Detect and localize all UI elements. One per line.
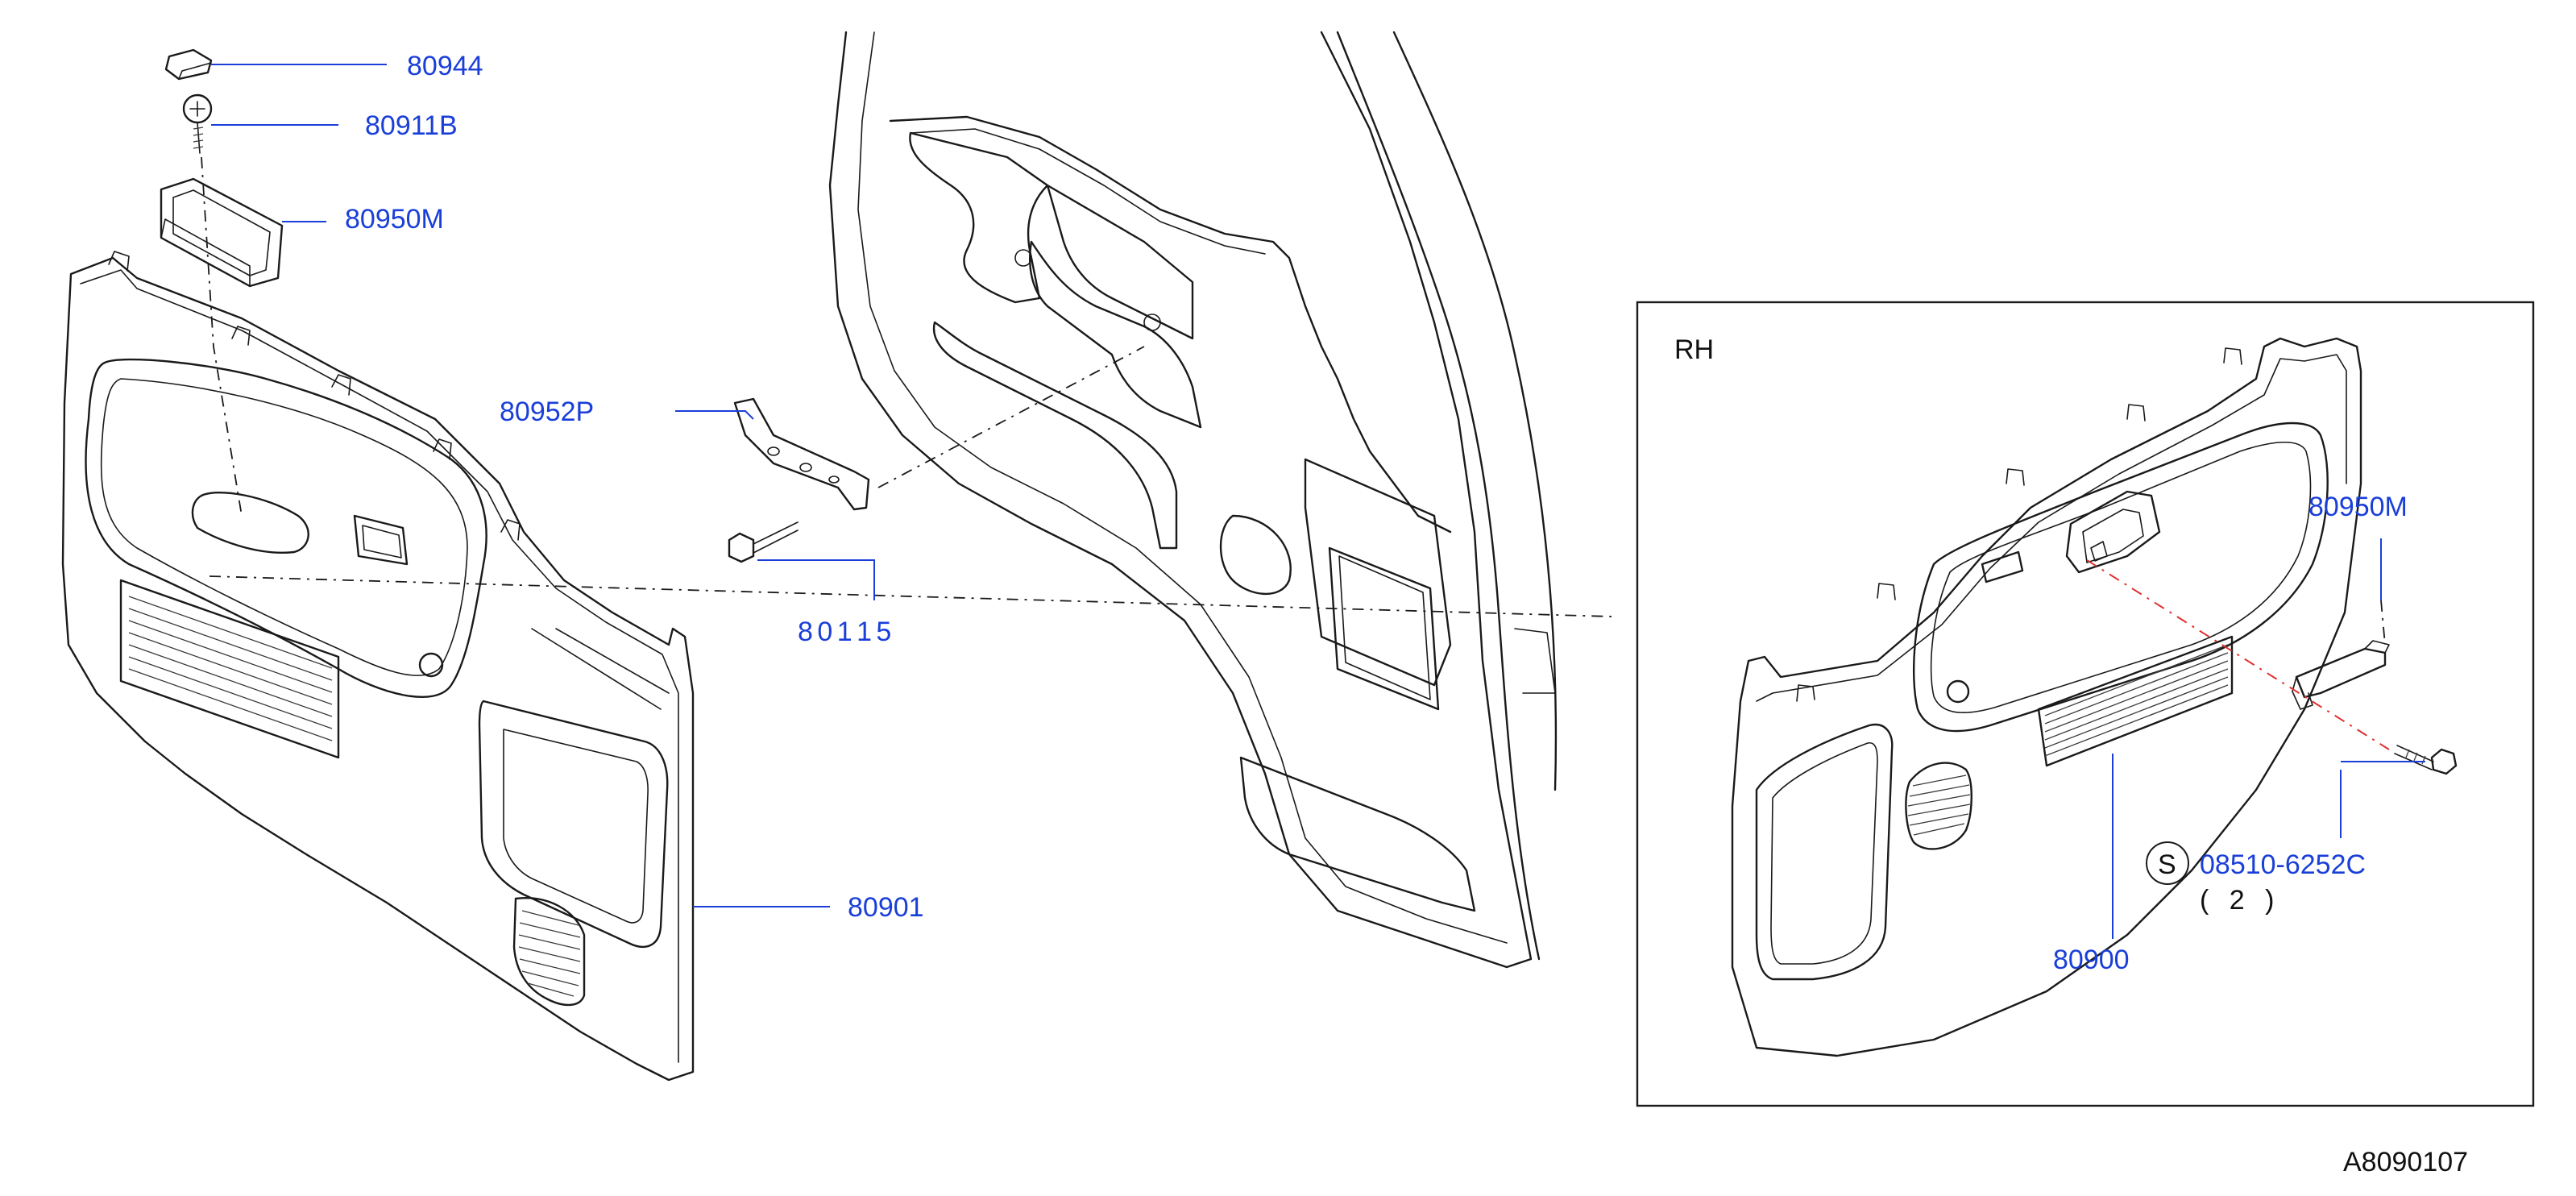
- pull-handle-80950m-left: [160, 177, 284, 288]
- screw-08510-6252c: [2394, 745, 2458, 775]
- label-quantity: ( 2 ): [2200, 885, 2280, 916]
- label-80950m-right: 80950M: [2308, 492, 2408, 522]
- rh-inset-frame: [1636, 301, 2535, 1107]
- door-trim-panel-right: [1731, 337, 2362, 1057]
- screw-symbol-letter: S: [2158, 849, 2176, 880]
- speaker-grille-right: [1907, 774, 1971, 836]
- cap-80944: [164, 48, 213, 81]
- inset-title-rh: RH: [1674, 334, 1714, 365]
- label-80952p: 80952P: [500, 397, 594, 427]
- label-80944: 80944: [407, 51, 483, 81]
- label-80900: 80900: [2053, 945, 2130, 975]
- speaker-grille-left: [518, 910, 581, 997]
- vent-lines-right: [2044, 644, 2229, 757]
- label-80911b: 80911B: [365, 110, 458, 141]
- figure-code: A8090107: [2343, 1147, 2468, 1177]
- vent-lines-left: [128, 596, 333, 741]
- label-80901: 80901: [848, 892, 924, 923]
- bracket-80952p: [733, 397, 870, 511]
- leader-lines: [211, 64, 2425, 939]
- screw-80911b: [182, 93, 213, 154]
- label-80911-partial: 8 0 1 1 5: [798, 617, 890, 647]
- door-inner-panel: [828, 31, 1558, 969]
- pull-handle-80950m-right: [2292, 640, 2390, 710]
- screw-80911-lower: [728, 521, 799, 563]
- door-trim-panel-left: [61, 251, 695, 1082]
- screw-symbol-s: S: [2146, 841, 2189, 885]
- label-80950m-left: 80950M: [345, 204, 444, 235]
- label-08510-6252c: 08510-6252C: [2200, 849, 2366, 880]
